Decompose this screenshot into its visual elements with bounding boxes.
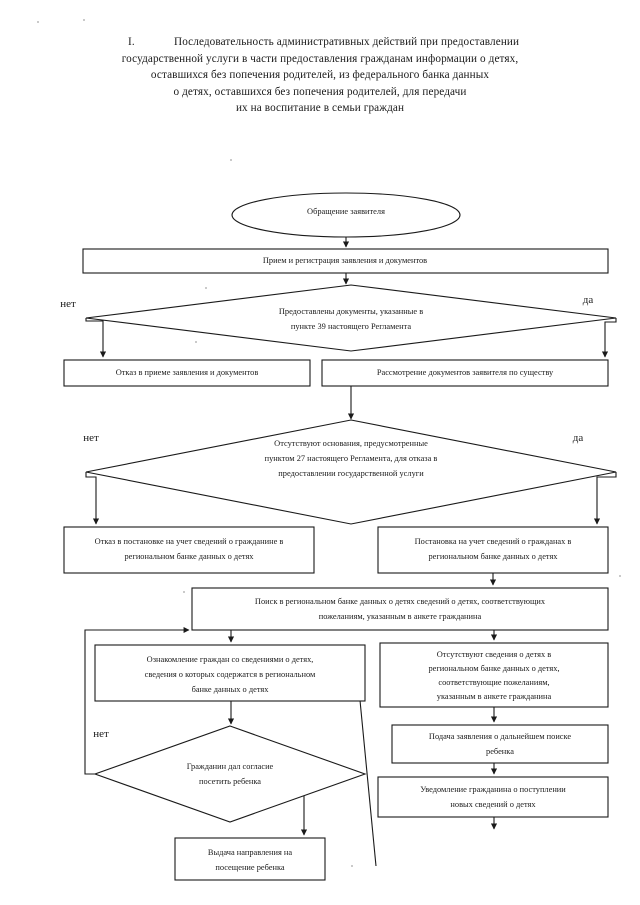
node-label-line-0: Подача заявления о дальнейшем поиске: [429, 732, 571, 741]
node-shape-rect: [379, 642, 609, 708]
edge-d2-n5: [85, 472, 100, 525]
page-title: I. Последовательность административных де…: [0, 34, 640, 117]
branch-label-da-1: да: [583, 294, 594, 306]
scan-speck: [183, 591, 185, 593]
node-shape-rect: [391, 724, 609, 764]
title-line-1: государственной услуги в части предостав…: [121, 52, 519, 65]
node-label-line-1: региональном банке данных о детях: [124, 552, 254, 561]
node-label-line-1: посетить ребенка: [199, 777, 261, 786]
node-shape-rect: [174, 837, 326, 881]
title-line-text-0: Последовательность административных дейс…: [174, 36, 520, 48]
node-label-line-0: Ознакомление граждан со сведениями о дет…: [147, 655, 314, 664]
node-otsutstvuyut-svedeniya: Отсутствуют сведения о детях в региональ…: [379, 642, 609, 708]
branch-label-net-2: нет: [83, 432, 99, 444]
node-shape-diamond: [85, 419, 617, 525]
title-line-2: оставшихся без попечения родителей, из ф…: [150, 69, 490, 82]
node-label-line-0: Отсутствуют основания, предусмотренные: [274, 439, 428, 448]
branch-label-net-3: нет: [93, 728, 109, 740]
edge-d1-n4: [601, 318, 617, 358]
node-shape-rect: [82, 248, 609, 274]
edge-d3-n7-feedback: [84, 626, 190, 775]
scan-speck: [205, 287, 207, 289]
title-line-4: их на воспитание в семьи граждан: [235, 102, 405, 115]
node-label-line-0: Отказ в постановке на учет сведений о гр…: [95, 537, 284, 546]
node-shape-rect: [63, 526, 315, 574]
node-label-line-2: предоставлении государственной услуги: [278, 469, 424, 478]
node-otkaz-v-postanovke: Отказ в постановке на учет сведений о гр…: [63, 526, 315, 574]
node-label-line-1: новых сведений о детях: [450, 800, 536, 809]
edge-n11-n9-feedback: [356, 689, 377, 867]
node-vydacha-napravleniya: Выдача направления на посещение ребенка: [174, 837, 326, 881]
node-shape-rect: [377, 526, 609, 574]
edge-d2-n6: [593, 472, 617, 525]
node-label-line-0: Отсутствуют сведения о детях в: [437, 650, 552, 659]
node-obrashchenie-zayavitelya: Обращение заявителя: [231, 192, 461, 238]
node-shape-rect: [377, 776, 609, 818]
node-label-line-1: региональном банке данных о детях: [428, 552, 558, 561]
decision-grazhdanin-dal-soglasie: Гражданин дал согласие посетить ребенка: [93, 725, 367, 823]
node-rassmotrenie-dokumentov: Рассмотрение документов заявителя по сущ…: [321, 359, 609, 387]
node-shape-diamond: [85, 284, 617, 352]
title-line-3: о детях, оставшихся без попечения родите…: [173, 85, 467, 98]
connector-layer: [84, 237, 617, 867]
scan-speck: [195, 341, 197, 343]
node-label-line-1: посещение ребенка: [215, 863, 285, 872]
node-label-line-0: Постановка на учет сведений о гражданах …: [415, 537, 572, 546]
node-priem-registratsiya: Прием и регистрация заявления и документ…: [82, 248, 609, 274]
node-label-line-3: указанным в анкете гражданина: [437, 692, 552, 701]
decision-predostavleny-dokumenty: Предоставлены документы, указанные в пун…: [85, 284, 617, 352]
title-line-0: I. Последовательность административных де…: [0, 34, 640, 51]
node-shape-rect: [94, 644, 366, 702]
node-label-line-2: соответствующие пожеланиям,: [438, 678, 549, 687]
scan-speck: [230, 159, 232, 161]
node-shape-ellipse: [231, 192, 461, 238]
node-label-line-1: ребенка: [486, 747, 514, 756]
node-oznakomlenie-grazhdan: Ознакомление граждан со сведениями о дет…: [94, 644, 366, 702]
node-label-line-0: Уведомление гражданина о поступлении: [420, 785, 566, 794]
node-podacha-zayavleniya: Подача заявления о дальнейшем поиске реб…: [391, 724, 609, 764]
scan-speck: [37, 21, 39, 23]
node-otkaz-v-prieme: Отказ в приеме заявления и документов: [63, 359, 311, 387]
node-shape-rect: [191, 587, 609, 631]
node-label: Прием и регистрация заявления и документ…: [263, 256, 427, 265]
node-label-line-1: пожеланиям, указанным в анкете гражданин…: [319, 612, 482, 621]
node-label-line-1: сведения о которых содержатся в регионал…: [145, 670, 316, 679]
branch-label-net-1: нет: [60, 298, 76, 310]
node-label-line-1: региональном банке данных о детях,: [428, 664, 559, 673]
node-label-line-0: Поиск в региональном банке данных о детя…: [255, 597, 546, 606]
node-label: Отказ в приеме заявления и документов: [116, 368, 259, 377]
node-label: Рассмотрение документов заявителя по сущ…: [377, 368, 554, 377]
decision-otsutstvuyut-osnovaniya: Отсутствуют основания, предусмотренные п…: [85, 419, 617, 525]
scan-speck: [619, 575, 621, 577]
node-label-line-0: Гражданин дал согласие: [187, 762, 274, 771]
branch-label-da-2: да: [573, 432, 584, 444]
node-shape-diamond: [93, 725, 367, 823]
node-label-line-1: пункте 39 настоящего Регламента: [291, 322, 411, 331]
node-label-line-0: Предоставлены документы, указанные в: [279, 307, 423, 316]
node-label-line-0: Выдача направления на: [208, 848, 292, 857]
node-shape-rect: [63, 359, 311, 387]
node-poisk-v-regionalnom-banke: Поиск в региональном банке данных о детя…: [191, 587, 609, 631]
edge-d1-n3: [85, 318, 107, 358]
scan-speck: [83, 19, 85, 21]
node-label: Обращение заявителя: [307, 207, 385, 216]
node-postanovka-na-uchet: Постановка на учет сведений о гражданах …: [377, 526, 609, 574]
scan-speck: [351, 865, 353, 867]
node-uvedomlenie-grazhdanina: Уведомление гражданина о поступлении нов…: [377, 776, 609, 818]
node-shape-rect: [321, 359, 609, 387]
title-item-number: I.: [128, 36, 135, 48]
node-label-line-1: пунктом 27 настоящего Регламента, для от…: [265, 454, 438, 463]
node-label-line-2: банке данных о детях: [192, 685, 270, 694]
